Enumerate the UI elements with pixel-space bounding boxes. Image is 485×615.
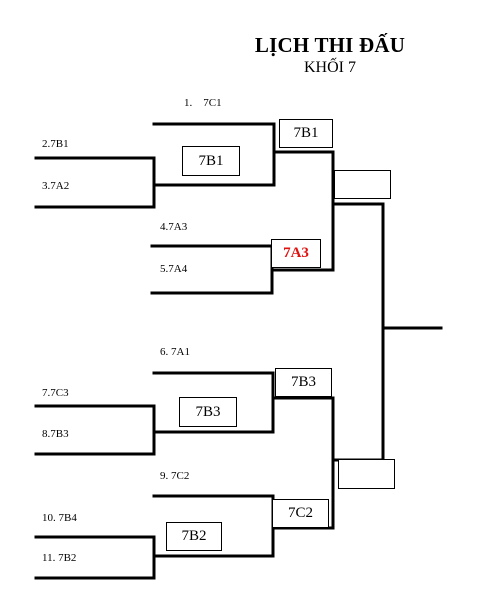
winner-box-qf3: 7B3 xyxy=(275,368,332,397)
bracket-line xyxy=(152,371,275,434)
bracket-line xyxy=(152,494,275,558)
team-label: 1. 7C1 xyxy=(184,97,222,109)
winner-box-r1-bottom: 7B2 xyxy=(166,522,222,551)
bracket-line xyxy=(34,156,156,209)
team-label: 2.7B1 xyxy=(42,138,69,150)
winner-box-qf2: 7A3 xyxy=(271,239,321,268)
team-label: 11. 7B2 xyxy=(42,552,77,564)
winner-box-sf-bottom xyxy=(338,459,395,489)
page-subtitle: KHỐI 7 xyxy=(304,59,356,76)
winner-box-qf4: 7C2 xyxy=(272,499,329,528)
team-label: 5.7A4 xyxy=(160,263,188,275)
team-label: 10. 7B4 xyxy=(42,512,77,524)
team-label: 8.7B3 xyxy=(42,428,69,440)
team-label: 6. 7A1 xyxy=(160,346,190,358)
bracket-line xyxy=(34,404,156,456)
bracket-line xyxy=(152,122,276,187)
winner-box-r1-mid: 7B3 xyxy=(179,397,237,427)
team-label: 7.7C3 xyxy=(42,387,69,399)
page-title: LỊCH THI ĐẤU xyxy=(254,33,406,57)
team-label: 9. 7C2 xyxy=(160,470,190,482)
winner-box-sf-top xyxy=(334,170,391,199)
team-label: 3.7A2 xyxy=(42,180,70,192)
winner-box-qf1: 7B1 xyxy=(279,119,333,148)
team-label: 4.7A3 xyxy=(160,221,188,233)
winner-box-r1-top: 7B1 xyxy=(182,146,240,176)
